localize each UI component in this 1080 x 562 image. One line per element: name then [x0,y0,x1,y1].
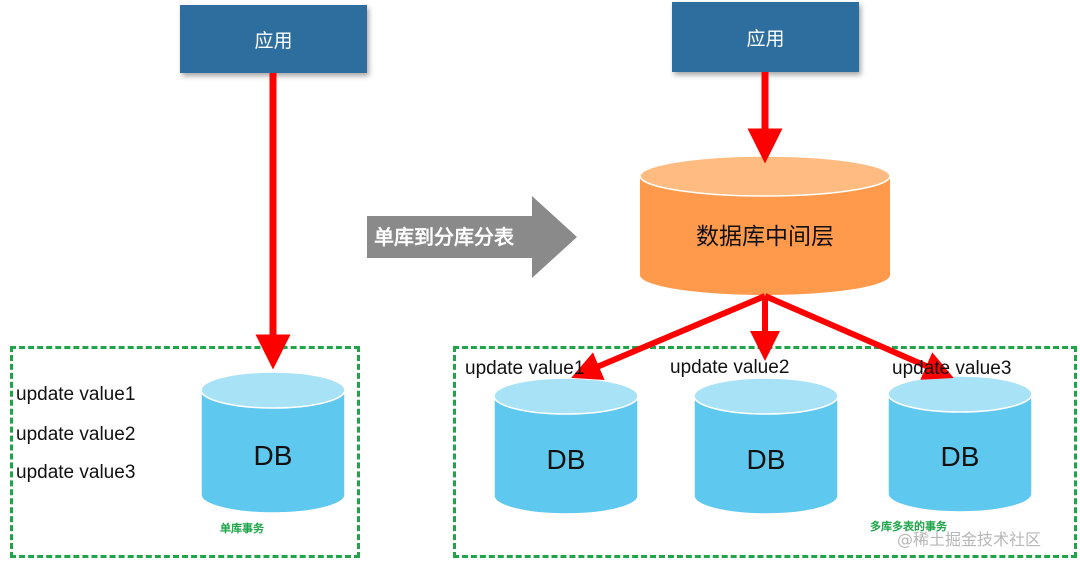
right-db-label-1: DB [547,444,586,475]
left-group-frame [10,346,360,558]
left-app-box: 应用 [180,5,367,73]
left-db-label: DB [254,440,293,471]
right-app-label: 应用 [746,27,785,50]
left-update-3: update value3 [16,462,136,483]
middle-layer-label: 数据库中间层 [696,224,834,250]
right-db-label-3: DB [941,441,980,472]
right-update-3: update value3 [892,358,1012,379]
middle-layer-cylinder: 数据库中间层 [639,155,891,295]
left-update-1: update value1 [16,384,136,405]
right-db-cylinder-2: DB [693,377,839,515]
right-caption: 多库多表的事务 [870,520,947,533]
left-update-2: update value2 [16,424,136,445]
middle-to-db1-arrow [571,293,767,380]
right-update-1: update value1 [465,358,585,379]
watermark: @稀土掘金技术社区 [897,530,1042,549]
left-app-label: 应用 [254,29,293,52]
left-db-cylinder: DB [200,371,346,514]
right-db-label-2: DB [747,444,786,475]
right-db-cylinder-1: DB [493,377,639,515]
right-app-box: 应用 [672,2,859,72]
left-caption: 单库事务 [220,522,264,535]
right-update-2: update value2 [670,357,790,378]
right-db-cylinder-3: DB [887,375,1033,513]
transition-arrow: 单库到分库分表 [367,196,577,278]
transition-label: 单库到分库分表 [374,225,515,249]
middle-to-db3-arrow [763,293,954,380]
